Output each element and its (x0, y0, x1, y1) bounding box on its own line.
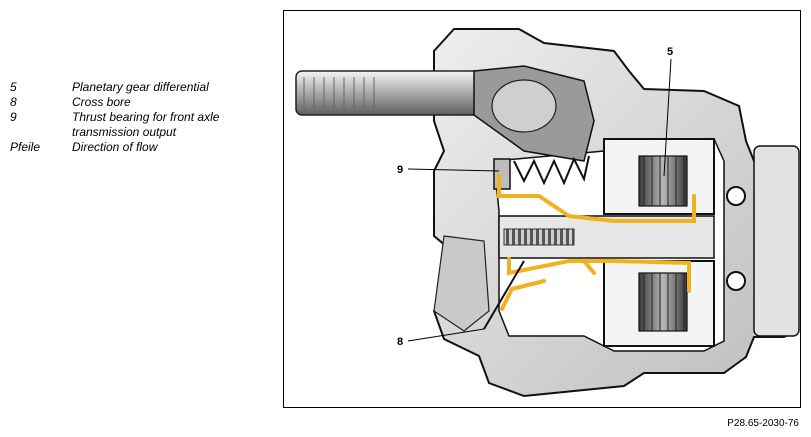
legend-item: 5 Planetary gear differential (10, 80, 270, 95)
bevel-teeth (513, 155, 590, 186)
pinion-hub (491, 79, 557, 133)
planet-gear-teeth-lower (643, 273, 685, 331)
legend-key: 5 (10, 80, 17, 94)
callout-8: 8 (397, 336, 403, 348)
flange-bolt-upper (726, 186, 746, 206)
legend-text: Direction of flow (72, 140, 158, 154)
callout-9: 9 (397, 164, 403, 176)
planet-gear-teeth-upper (643, 156, 685, 206)
legend-key: 9 (10, 110, 17, 124)
legend-text: Planetary gear differential (72, 80, 209, 94)
legend-text: Thrust bearing for front axle transmissi… (72, 110, 220, 139)
shaft-splines (303, 77, 375, 109)
flange-bolt-lower (726, 271, 746, 291)
thrust-bearing (493, 158, 511, 190)
legend-text: Cross bore (72, 95, 131, 109)
transmission-cutaway-drawing: 5 9 8 (295, 28, 800, 398)
planet-gear-upper (638, 155, 688, 207)
figure-reference: P28.65-2030-76 (727, 418, 799, 429)
transmission-cutaway-figure: 5 9 8 (283, 10, 801, 408)
legend-item: 8 Cross bore (10, 95, 270, 110)
legend-item: Pfeile Direction of flow (10, 140, 270, 155)
lower-casing (433, 235, 490, 332)
legend: 5 Planetary gear differential 8 Cross bo… (10, 80, 270, 155)
callout-leader-8 (407, 328, 485, 342)
legend-key: Pfeile (10, 140, 41, 154)
legend-key: 8 (10, 95, 17, 109)
legend-item: 9 Thrust bearing for front axle transmis… (10, 110, 270, 140)
output-flange (753, 145, 800, 337)
output-shaft-spline (503, 228, 575, 246)
cross-bore (483, 260, 525, 330)
callout-leader-5 (663, 58, 672, 177)
oil-flow-paths (497, 174, 696, 311)
callout-leader-9 (407, 168, 500, 172)
planet-gear-lower (638, 272, 688, 332)
callout-5: 5 (667, 46, 673, 58)
